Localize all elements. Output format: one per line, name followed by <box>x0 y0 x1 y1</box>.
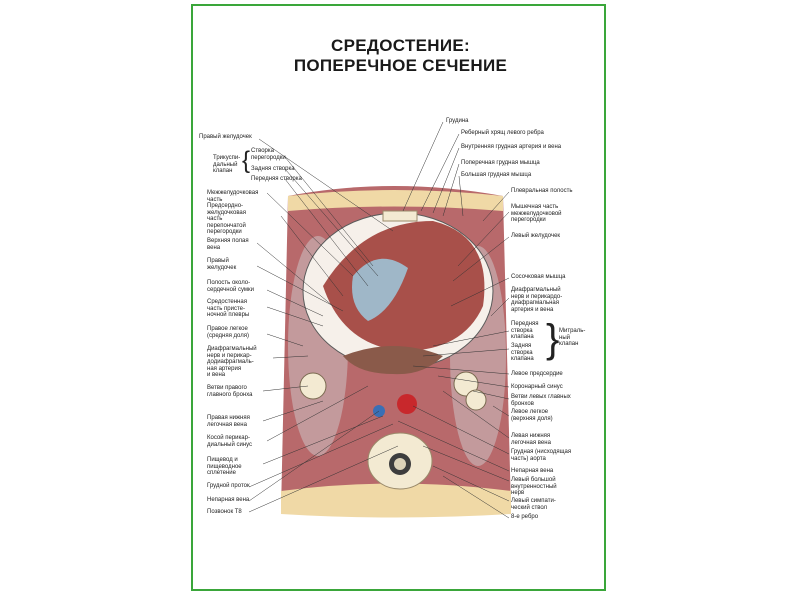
poster-frame: СРЕДОСТЕНИЕ: ПОПЕРЕЧНОЕ СЕЧЕНИЕ <box>191 4 606 591</box>
right-ventricle-cavity <box>352 258 408 321</box>
label-sympathetic-trunk: Левый симпати- ческий ствол <box>511 498 556 511</box>
label-anterior-mitral-leaflet: Передняя створка клапана <box>511 321 539 341</box>
label-vertebra-t8: Позвонок T8 <box>207 509 242 515</box>
label-pleural-cavity: Плевральная полость <box>511 188 573 194</box>
label-coronary-sinus: Коронарный синус <box>511 384 563 390</box>
label-thoracic-duct: Грудной проток <box>207 483 250 489</box>
leader-lines <box>248 121 510 519</box>
left-bronchus-2 <box>465 389 487 411</box>
label-left-atrium: Левое предсердие <box>511 371 563 377</box>
aorta <box>397 394 417 414</box>
label-muscular-septum: Мышечная часть межжелудочковой перегород… <box>511 204 562 224</box>
label-right-bronchus-branches: Ветви правого главного бронха <box>207 385 253 398</box>
label-pericardial-cavity: Полость около- сердечной сумки <box>207 280 255 293</box>
label-pectoralis-major: Большая грудная мышца <box>461 172 532 178</box>
label-internal-thoracic-vessels: Внутренняя грудная артерия и вена <box>461 144 562 150</box>
sternum <box>382 210 418 222</box>
label-oblique-pericardial-sinus: Косой перикар- диальный синус <box>207 435 253 448</box>
label-left-lung: Левое легкое (верхняя доля) <box>511 409 553 422</box>
label-azygos-vein-right: Непарная вена <box>511 468 554 474</box>
label-azygos-vein-left: Непарная вена <box>207 497 250 503</box>
label-right-inferior-pulmonary-vein: Правая нижняя легочная вена <box>207 415 250 428</box>
label-sternum: Грудина <box>446 118 469 124</box>
label-phrenic-nerve-right: Диафрагмальный нерв и перикар- додиафраг… <box>207 346 257 379</box>
poster-title-line1: СРЕДОСТЕНИЕ: <box>331 36 470 55</box>
right-bronchus <box>299 372 327 400</box>
label-right-ventricle: Правый желудочек <box>207 258 237 271</box>
label-posterior-mitral-leaflet: Задняя створка клапана <box>511 343 534 363</box>
label-mitral-valve: Митраль- ный клапан <box>559 328 586 348</box>
heart <box>323 221 485 351</box>
label-superior-vena-cava: Верхняя полая вена <box>207 238 249 251</box>
label-right-ventricle-top: Правый желудочек <box>199 134 252 140</box>
label-septal-leaflet: Створка перегородки <box>251 148 286 161</box>
label-phrenic-nerve-left: Диафрагмальный нерв и перикардо- диафраг… <box>511 287 563 313</box>
label-interventricular-part: Межжелудочковая часть <box>207 190 259 203</box>
left-bronchus-1 <box>453 371 479 397</box>
cross-section-illustration <box>248 121 511 519</box>
label-papillary-muscle: Сосочковая мышца <box>511 274 566 280</box>
poster-title-line2: ПОПЕРЕЧНОЕ СЕЧЕНИЕ <box>293 56 508 75</box>
label-left-inferior-pulmonary-vein: Левая нижняя легочная вена <box>511 433 551 446</box>
label-mediastinal-pleura: Средостенная часть присте- ночной плевры <box>207 299 250 319</box>
label-esophagus: Пищевод и пищеводное сплетение <box>207 457 242 477</box>
label-right-lung: Правое легкое (средняя доля) <box>207 326 249 339</box>
label-posterior-leaflet: Задняя створка <box>251 166 295 172</box>
spinal-cord <box>394 458 406 470</box>
label-left-ventricle: Левый желудочек <box>511 233 561 239</box>
brace-mitral: } <box>546 317 560 361</box>
label-greater-splanchnic-nerve: Левый большой внутренностный нерв <box>511 477 557 497</box>
label-tricuspid-valve: Трикуспи- дальный клапан <box>213 155 241 175</box>
label-descending-aorta: Грудная (нисходящая часть) аорта <box>511 449 572 462</box>
label-costal-cartilage: Реберный хрящ левого ребра <box>461 130 544 136</box>
label-atrioventricular-part: Предсердно- желудочковая часть перепонча… <box>207 203 247 236</box>
posterior-fat-layer <box>281 483 511 518</box>
label-transverse-thoracic-muscle: Поперечная грудная мышца <box>461 160 540 166</box>
label-anterior-leaflet: Передняя створка <box>251 176 302 182</box>
brace-tricuspid: { <box>242 147 251 174</box>
label-8th-rib: 8-е ребро <box>511 514 539 520</box>
label-left-bronchus-branches: Ветви левых главных бронхов <box>511 394 571 407</box>
left-atrium <box>343 346 443 375</box>
